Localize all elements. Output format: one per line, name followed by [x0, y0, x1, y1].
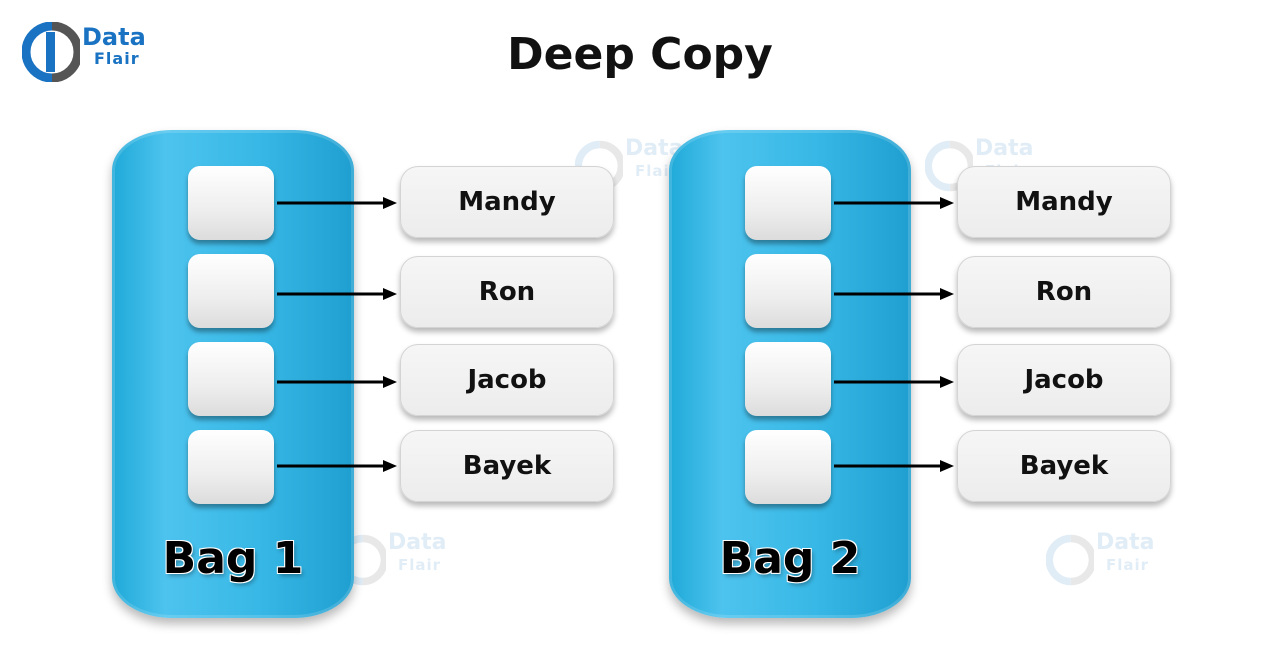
pointer-arrow [277, 288, 397, 300]
bag-slot [745, 254, 831, 328]
bag-slot [188, 254, 274, 328]
name-box: Jacob [400, 344, 614, 416]
pointer-arrow [277, 376, 397, 388]
bag-slot [745, 430, 831, 504]
bag-container: Bag 1 [112, 130, 354, 618]
bag-container: Bag 2 [669, 130, 911, 618]
pointer-arrow [834, 197, 954, 209]
name-box: Ron [400, 256, 614, 328]
dataflair-logo: Data Flair [22, 22, 152, 84]
bag-slot [188, 166, 274, 240]
bag-slot [188, 342, 274, 416]
page-title: Deep Copy [507, 29, 773, 80]
name-box: Ron [957, 256, 1171, 328]
pointer-arrow [277, 460, 397, 472]
pointer-arrow [834, 288, 954, 300]
name-box: Bayek [400, 430, 614, 502]
bag-slot [745, 166, 831, 240]
bag-label: Bag 1 [162, 533, 304, 584]
bag-label: Bag 2 [719, 533, 861, 584]
bag-slot [745, 342, 831, 416]
logo-word-data: Data [82, 23, 146, 51]
name-box: Bayek [957, 430, 1171, 502]
logo-word-flair: Flair [94, 49, 140, 68]
pointer-arrow [277, 197, 397, 209]
name-box: Jacob [957, 344, 1171, 416]
name-box: Mandy [957, 166, 1171, 238]
pointer-arrow [834, 460, 954, 472]
pointer-arrow [834, 376, 954, 388]
bag-slot [188, 430, 274, 504]
name-box: Mandy [400, 166, 614, 238]
dataflair-logo-icon [22, 22, 80, 82]
